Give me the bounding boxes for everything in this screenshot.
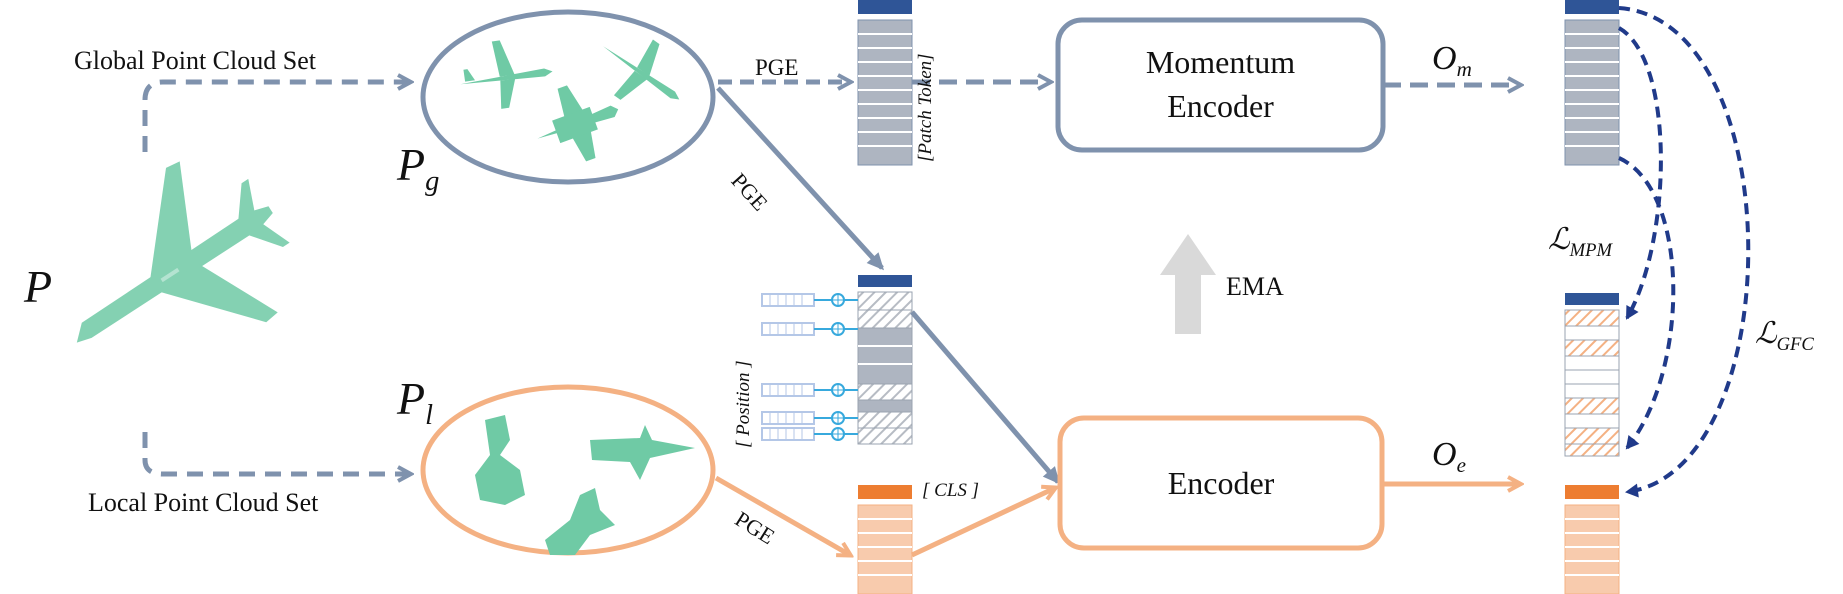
p-label: P	[24, 261, 53, 312]
local-sample-fragment-2	[590, 425, 695, 480]
global-sample-plane-3	[537, 85, 619, 162]
lgfc-arrow	[1618, 6, 1751, 498]
lmpm-label: ℒMPM	[1548, 222, 1612, 261]
position-label: [ Position ]	[733, 360, 754, 448]
global-set-label: Global Point Cloud Set	[74, 46, 316, 75]
lmpm-arrow-1	[1617, 26, 1663, 320]
pge-diagonal-arrow	[716, 86, 885, 271]
masked-stack-to-encoder-arrow	[910, 310, 1060, 485]
position-embedding-row	[761, 322, 858, 336]
lgfc-label: ℒGFC	[1755, 316, 1814, 355]
cls-label: [ CLS ]	[922, 480, 980, 501]
global-input-path	[142, 82, 410, 152]
bottom-cls-token	[858, 485, 912, 499]
position-embedding-row	[761, 411, 858, 425]
global-sample-plane-2	[603, 39, 680, 100]
local-input-path	[142, 432, 410, 474]
top-token-stack	[857, 19, 913, 166]
position-embedding-row	[761, 427, 858, 441]
om-label: Om	[1432, 40, 1472, 82]
pl-label: Pl	[397, 373, 434, 431]
middle-stack-header	[858, 275, 912, 287]
airplane-point-cloud-icon	[76, 161, 290, 343]
momentum-encoder-label: Momentum Encoder	[1145, 44, 1296, 124]
ema-label: EMA	[1226, 272, 1284, 301]
right-bottom-stack	[1564, 504, 1620, 594]
oe-label: Oe	[1432, 436, 1466, 478]
local-sample-fragment-1	[475, 415, 525, 505]
local-sample-fragment-3	[545, 488, 615, 555]
position-embedding-row	[761, 383, 858, 397]
top-stack-header	[858, 0, 912, 14]
global-sample-plane-1	[460, 40, 553, 109]
pge-bottom-arrow	[714, 475, 850, 555]
pge-top-label: PGE	[755, 55, 799, 80]
lmpm-arrow-2	[1618, 156, 1676, 450]
ema-arrow	[1160, 234, 1216, 334]
right-middle-header	[1565, 293, 1619, 305]
encoder-label: Encoder	[1167, 465, 1275, 501]
right-top-stack	[1564, 19, 1620, 166]
right-top-header	[1565, 0, 1619, 14]
right-bottom-cls	[1565, 485, 1619, 499]
patch-token-label: [Patch Token]	[915, 53, 936, 162]
local-set-label: Local Point Cloud Set	[88, 488, 319, 517]
position-embedding-row	[761, 293, 858, 307]
bottom-stack-to-encoder-arrow	[910, 488, 1055, 558]
position-embeddings	[761, 293, 858, 441]
middle-token-stack	[857, 291, 913, 445]
pg-label: Pg	[397, 139, 440, 197]
right-middle-stack	[1564, 309, 1620, 457]
bottom-token-stack	[857, 504, 913, 594]
